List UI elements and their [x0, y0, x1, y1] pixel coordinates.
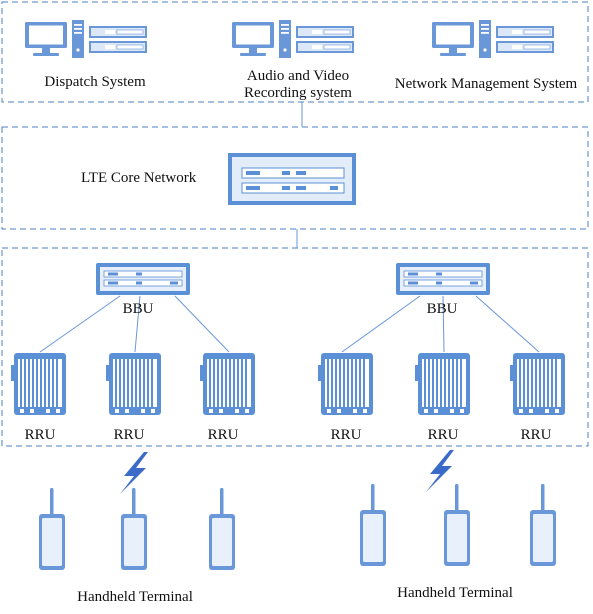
- access-tier-box: [1, 247, 589, 447]
- right-bbu-label: BBU: [426, 301, 458, 317]
- dispatch-system-label: Dispatch System: [44, 74, 146, 90]
- core-tier-box: [1, 126, 589, 230]
- rru-icon-3: [200, 353, 255, 415]
- rru-label-6: RRU: [520, 427, 552, 443]
- left-bbu-icon: [95, 262, 191, 296]
- lte-core-server-icon: [228, 153, 356, 205]
- handheld-terminal-icon-1: [39, 488, 65, 570]
- lte-core-network-label: LTE Core Network: [81, 170, 197, 186]
- nms-computer-icon: [431, 19, 555, 59]
- handheld-terminal-icon-3: [209, 488, 235, 570]
- handheld-terminal-icon-4: [360, 484, 386, 566]
- rru-icon-2: [106, 353, 161, 415]
- rru-icon-1: [11, 353, 66, 415]
- rru-icon-5: [415, 353, 470, 415]
- rru-label-3: RRU: [207, 427, 239, 443]
- rru-label-1: RRU: [24, 427, 56, 443]
- network-management-label: Network Management System: [394, 76, 578, 92]
- rru-icon-6: [510, 353, 565, 415]
- right-handheld-terminal-label: Handheld Terminal: [397, 585, 513, 601]
- left-handheld-terminal-label: Handheld Terminal: [77, 589, 193, 605]
- handheld-terminal-icon-2: [121, 488, 147, 570]
- left-lightning-icon: [120, 452, 148, 494]
- left-bbu-label: BBU: [122, 301, 154, 317]
- right-bbu-icon: [395, 262, 491, 296]
- right-lightning-icon: [426, 450, 454, 492]
- rru-label-2: RRU: [113, 427, 145, 443]
- rru-label-5: RRU: [427, 427, 459, 443]
- rru-label-4: RRU: [330, 427, 362, 443]
- dispatch-computer-icon: [24, 19, 148, 59]
- recording-computer-icon: [231, 19, 355, 59]
- bbu-rru-links: [39, 295, 540, 353]
- handheld-terminal-icon-5: [444, 484, 470, 566]
- application-tier-box: [1, 1, 589, 103]
- recording-system-label-line2: Recording system: [244, 85, 352, 101]
- handheld-terminal-icon-6: [530, 484, 556, 566]
- rru-icon-4: [318, 353, 373, 415]
- recording-system-label-line1: Audio and Video: [246, 68, 350, 84]
